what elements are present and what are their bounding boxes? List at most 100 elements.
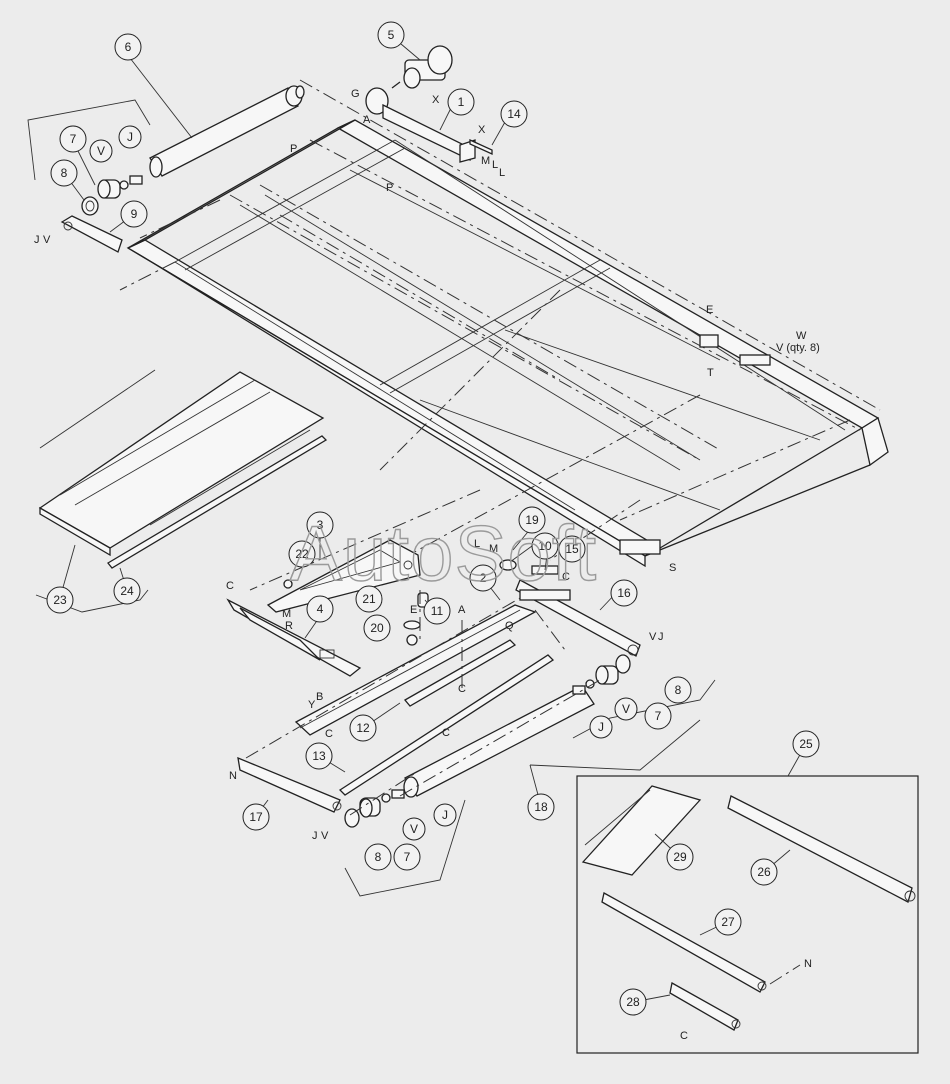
floor-panel xyxy=(38,369,328,569)
svg-text:J: J xyxy=(34,234,40,246)
svg-text:2: 2 xyxy=(480,571,487,585)
svg-text:V (qty. 8): V (qty. 8) xyxy=(776,342,820,354)
callout-8-left: 8 xyxy=(50,159,78,187)
svg-text:A: A xyxy=(363,114,371,126)
svg-text:R: R xyxy=(285,620,293,632)
callout-7-right: 7 xyxy=(644,702,672,730)
svg-text:4: 4 xyxy=(317,602,324,616)
callout-2: 2 xyxy=(469,564,497,592)
callout-13: 13 xyxy=(305,742,333,770)
callout-v-right: V xyxy=(614,697,638,721)
watermark-text: AutoSoft xyxy=(290,509,597,597)
svg-text:Y: Y xyxy=(308,699,316,711)
svg-text:17: 17 xyxy=(249,810,263,824)
svg-text:19: 19 xyxy=(525,513,539,527)
svg-text:24: 24 xyxy=(120,584,134,598)
lift-arm-parts xyxy=(226,539,641,828)
callout-v-lower: V xyxy=(402,817,426,841)
callout-21: 21 xyxy=(355,585,383,613)
callout-23: 23 xyxy=(46,586,74,614)
svg-text:J: J xyxy=(658,631,664,643)
callout-8-lower: 8 xyxy=(364,843,392,871)
svg-text:X: X xyxy=(478,124,486,136)
left-bearing-set xyxy=(60,175,143,253)
svg-text:27: 27 xyxy=(721,915,735,929)
callout-v-left: V xyxy=(89,139,113,163)
callout-25: 25 xyxy=(792,730,820,758)
svg-text:C: C xyxy=(226,580,234,592)
svg-text:V: V xyxy=(321,830,329,842)
svg-text:7: 7 xyxy=(70,132,77,146)
svg-text:E: E xyxy=(410,604,417,616)
svg-text:C: C xyxy=(442,727,450,739)
callout-7-left: 7 xyxy=(59,125,87,153)
svg-text:C: C xyxy=(458,683,466,695)
svg-text:V: V xyxy=(410,822,418,836)
callout-bubbles: 1 2 3 4 5 6 7 8 9 10 11 12 13 14 15 16 1… xyxy=(46,21,820,1016)
callout-14: 14 xyxy=(500,100,528,128)
svg-text:5: 5 xyxy=(388,28,395,42)
svg-text:V: V xyxy=(97,144,105,158)
callout-1: 1 xyxy=(447,88,475,116)
svg-text:14: 14 xyxy=(507,107,521,121)
svg-text:S: S xyxy=(669,562,676,574)
svg-text:J: J xyxy=(127,130,133,144)
callout-j-left: J xyxy=(118,125,142,149)
svg-text:18: 18 xyxy=(534,800,548,814)
svg-text:8: 8 xyxy=(675,683,682,697)
svg-text:26: 26 xyxy=(757,865,771,879)
svg-text:A: A xyxy=(458,604,466,616)
svg-text:3: 3 xyxy=(317,518,324,532)
callout-j-right: J xyxy=(589,715,613,739)
svg-text:6: 6 xyxy=(125,40,132,54)
callout-3: 3 xyxy=(306,511,334,539)
callout-16: 16 xyxy=(610,579,638,607)
svg-text:W: W xyxy=(796,330,807,342)
svg-text:9: 9 xyxy=(131,207,138,221)
svg-text:N: N xyxy=(229,770,237,782)
callout-11: 11 xyxy=(423,597,451,625)
letter-labels: G X A X P P M L L J V E W V (qty. 8) T S… xyxy=(34,88,820,1042)
callout-22: 22 xyxy=(288,540,316,568)
svg-text:P: P xyxy=(386,182,393,194)
svg-text:1: 1 xyxy=(458,95,465,109)
svg-text:29: 29 xyxy=(673,850,687,864)
callout-10: 10 xyxy=(531,532,559,560)
callout-5: 5 xyxy=(377,21,405,49)
callout-7-lower: 7 xyxy=(393,843,421,871)
callout-26: 26 xyxy=(750,858,778,886)
svg-text:C: C xyxy=(325,728,333,740)
svg-text:X: X xyxy=(432,94,440,106)
svg-text:13: 13 xyxy=(312,749,326,763)
svg-text:N: N xyxy=(804,958,812,970)
svg-text:T: T xyxy=(707,367,714,379)
svg-text:J: J xyxy=(598,720,604,734)
svg-text:8: 8 xyxy=(61,166,68,180)
callout-6: 6 xyxy=(114,33,142,61)
svg-text:E: E xyxy=(706,304,713,316)
callout-24: 24 xyxy=(113,577,141,605)
svg-text:25: 25 xyxy=(799,737,813,751)
roller-tube xyxy=(149,85,305,178)
callout-17: 17 xyxy=(242,803,270,831)
svg-text:7: 7 xyxy=(404,850,411,864)
svg-text:L: L xyxy=(499,167,505,179)
callout-27: 27 xyxy=(714,908,742,936)
svg-text:C: C xyxy=(562,571,570,583)
svg-text:P: P xyxy=(290,143,297,155)
svg-text:V: V xyxy=(622,702,630,716)
svg-text:8: 8 xyxy=(375,850,382,864)
callout-19: 19 xyxy=(518,506,546,534)
svg-text:M: M xyxy=(489,543,498,555)
callout-29: 29 xyxy=(666,843,694,871)
svg-text:J: J xyxy=(442,808,448,822)
svg-text:21: 21 xyxy=(362,592,376,606)
callout-8-right: 8 xyxy=(664,676,692,704)
callout-4: 4 xyxy=(306,595,334,623)
svg-text:J: J xyxy=(312,830,318,842)
drive-motor-group xyxy=(365,45,493,163)
callout-12: 12 xyxy=(349,714,377,742)
svg-text:20: 20 xyxy=(370,621,384,635)
